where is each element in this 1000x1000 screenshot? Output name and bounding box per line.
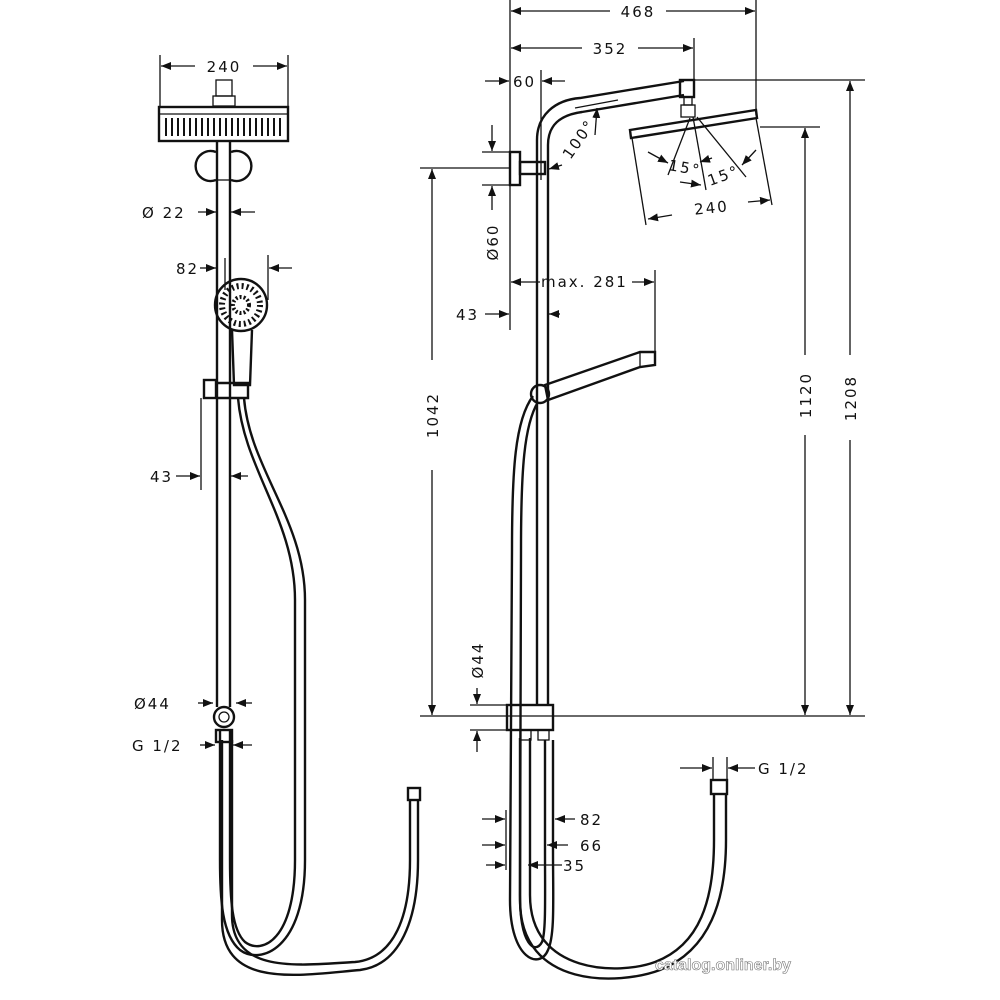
dim-label: 240: [207, 58, 242, 76]
dimension-connector-diameter: Ø44: [134, 695, 252, 713]
side-view: 468 352 60 100°: [420, 0, 865, 980]
dimension-bracket-diameter: Ø60: [420, 125, 510, 260]
dim-label: Ø 22: [142, 204, 186, 222]
shower-hose-side: [508, 395, 729, 980]
hand-shower-side: [529, 350, 657, 405]
dim-label: 43: [150, 468, 173, 486]
dimension-hose-thread: G 1/2: [680, 757, 809, 780]
dimension-connector-thread: G 1/2: [132, 737, 252, 755]
dim-label: 82: [580, 811, 603, 829]
overhead-shower-side: 15° 15° 240: [628, 108, 820, 226]
shower-rail-front: [194, 141, 253, 707]
dim-label: 43: [456, 306, 479, 324]
dimension-head-width: 240: [159, 55, 289, 108]
dim-label: 468: [621, 3, 656, 21]
dim-label: 240: [693, 197, 729, 219]
dim-label: 60: [513, 73, 536, 91]
dim-label: 100°: [559, 116, 599, 162]
dim-label: 66: [580, 837, 603, 855]
dim-label: Ø60: [484, 224, 502, 261]
dim-label: G 1/2: [132, 737, 183, 755]
dimension-heights: 1042 1120 1208: [420, 79, 865, 717]
dim-label: 352: [593, 40, 628, 58]
connector-side: [505, 703, 555, 741]
front-view: 240 Ø 22 82: [132, 55, 422, 977]
dimension-rail-diameter: Ø 22: [142, 204, 255, 222]
dimension-hose-depths: 82 66 35: [482, 810, 603, 875]
dimension-connector-diameter-side: Ø44: [469, 642, 507, 752]
shower-arm-side: [508, 78, 696, 705]
hand-shower-front: [202, 277, 269, 400]
dimension-rail-offset: 43: [150, 398, 248, 490]
connector-front: [212, 705, 236, 744]
dimension-overall-depth: 468: [511, 3, 755, 21]
dim-label: 1120: [797, 372, 815, 418]
overhead-shower-front: [157, 79, 290, 143]
dimension-arm-angle: 100°: [548, 107, 601, 170]
dim-label: Ø44: [134, 695, 171, 713]
dim-label: 1042: [424, 392, 442, 438]
dimension-rail-offset-side: 43: [456, 306, 560, 324]
dim-label: 15°: [705, 162, 742, 190]
shower-hose-front: [218, 397, 422, 977]
dim-label: 1208: [842, 375, 860, 421]
dim-label: 35: [563, 857, 586, 875]
dim-label: 15°: [667, 156, 702, 179]
dimension-hand-shower-width: 82: [176, 255, 292, 300]
dim-label: max. 281: [541, 273, 628, 291]
dim-label: 82: [176, 260, 199, 278]
watermark: catalog.onliner.by: [655, 957, 791, 974]
dim-label: G 1/2: [758, 760, 809, 778]
dim-label: Ø44: [469, 642, 487, 679]
dimension-hand-shower-reach: max. 281: [511, 270, 656, 362]
dimension-arm-reach: 352: [511, 40, 693, 58]
